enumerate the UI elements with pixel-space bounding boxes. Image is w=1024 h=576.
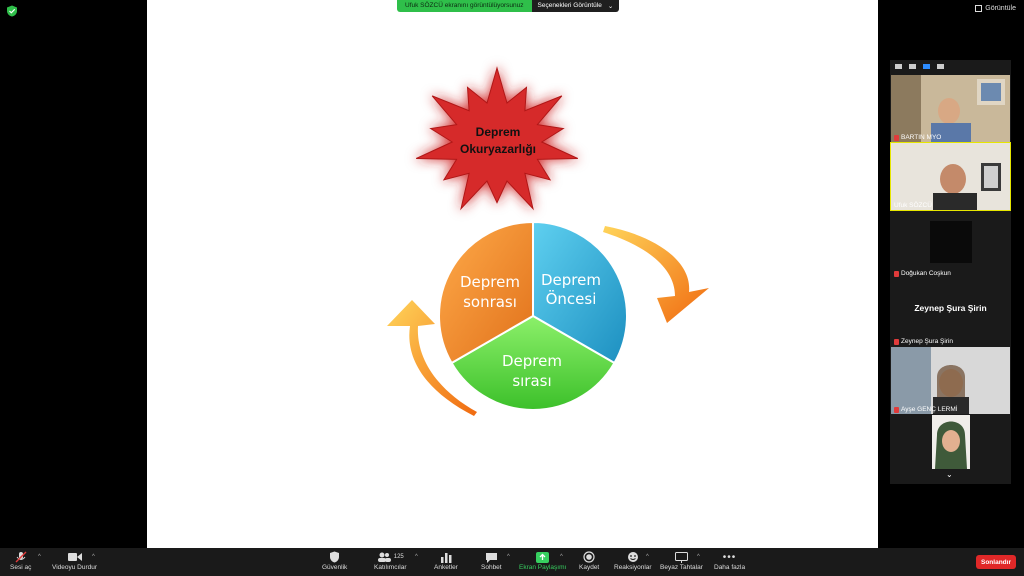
participant-tile[interactable]: Zeynep Şura Şirin Zeynep Şura Şirin	[891, 279, 1010, 346]
chat-button[interactable]: Sohbet	[481, 550, 502, 571]
shield-icon	[330, 551, 340, 563]
participant-tile[interactable]: Doğukan Coşkun	[891, 211, 1010, 278]
video-options-caret-icon[interactable]: ^	[92, 554, 95, 560]
participant-name: Ufuk SÖZCÜ	[894, 202, 932, 209]
record-button[interactable]: Kaydet	[579, 550, 599, 571]
segment-deprem-sirasi	[450, 314, 616, 411]
arrow-right-down	[603, 226, 709, 323]
seg-after-line2: sonrası	[463, 293, 517, 311]
more-label: Daha fazla	[714, 564, 746, 571]
seg-during-line2: sırası	[512, 372, 551, 390]
participants-icon	[377, 552, 391, 562]
participant-name: Zeynep Şura Şirin	[894, 338, 953, 345]
view-mode-button[interactable]: Görüntüle	[975, 5, 1016, 12]
view-mode-label: Görüntüle	[985, 5, 1016, 12]
record-label: Kaydet	[579, 564, 600, 571]
speaker-view-icon[interactable]	[909, 64, 916, 69]
meeting-toolbar: Sesi aç ^ Videoyu Durdur ^ Güvenlik 125 …	[0, 548, 1024, 576]
participant-tile-active-speaker[interactable]: Ufuk SÖZCÜ	[890, 142, 1011, 211]
gallery-controls	[890, 60, 1011, 73]
video-button[interactable]: Videoyu Durdur	[52, 550, 97, 571]
whiteboard-label: Beyaz Tahtalar	[660, 564, 703, 571]
strip-view-icon[interactable]	[923, 64, 930, 69]
participant-video	[891, 143, 1010, 210]
security-label: Güvenlik	[322, 564, 348, 571]
participants-options-caret-icon[interactable]: ^	[415, 554, 418, 560]
reactions-label: Reaksiyonlar	[614, 564, 652, 571]
participant-name: Ayşe GENÇ LERMİ	[894, 406, 958, 413]
gallery-view-icon[interactable]	[937, 64, 944, 69]
view-options-button[interactable]: Seçenekleri Görüntüle ⌄	[531, 0, 620, 12]
whiteboard-options-caret-icon[interactable]: ^	[697, 554, 700, 560]
video-camera-icon	[67, 553, 82, 561]
audio-label: Sesi aç	[10, 564, 32, 571]
scroll-down-chevron-icon[interactable]: ⌄	[946, 470, 953, 479]
grid-icon	[975, 5, 983, 12]
participants-label: Katılımcılar	[374, 564, 407, 571]
end-meeting-button[interactable]: Sonlandır	[976, 555, 1016, 569]
participant-display-name: Zeynep Şura Şirin	[914, 303, 987, 313]
participant-tile[interactable]: BARTIN MYO	[891, 75, 1010, 142]
polls-label: Anketler	[434, 564, 458, 571]
seg-during-line1: Deprem	[502, 352, 562, 370]
reactions-icon	[627, 552, 638, 562]
polls-icon	[440, 552, 452, 563]
record-icon	[583, 551, 595, 563]
star-burst	[415, 66, 579, 211]
arrow-left-up	[387, 300, 477, 416]
chat-label: Sohbet	[481, 564, 502, 571]
view-options-label: Seçenekleri Görüntüle	[537, 2, 602, 9]
chat-icon	[485, 552, 497, 563]
participant-name: Doğukan Coşkun	[894, 270, 951, 277]
whiteboard-icon	[674, 551, 688, 563]
seg-before-line2: Öncesi	[546, 289, 597, 308]
participant-count: 125	[393, 554, 404, 560]
muted-mic-icon	[894, 338, 899, 345]
segment-deprem-sonrasi	[438, 220, 534, 365]
participant-video	[891, 347, 1010, 414]
whiteboard-button[interactable]: Beyaz Tahtalar	[660, 550, 703, 571]
more-button[interactable]: ••• Daha fazla	[714, 550, 746, 572]
reactions-button[interactable]: Reaksiyonlar	[614, 550, 652, 571]
audio-button[interactable]: Sesi aç	[10, 550, 31, 571]
minimize-icon[interactable]	[895, 64, 902, 69]
muted-mic-icon	[894, 406, 899, 413]
share-screen-label: Ekran Paylaşımı	[519, 564, 567, 571]
reactions-options-caret-icon[interactable]: ^	[646, 554, 649, 560]
chat-options-caret-icon[interactable]: ^	[507, 554, 510, 560]
shield-icon[interactable]	[6, 5, 18, 17]
more-dots-icon: •••	[722, 551, 737, 563]
share-options-caret-icon[interactable]: ^	[560, 554, 563, 560]
segment-deprem-oncesi	[532, 220, 628, 365]
video-label: Videoyu Durdur	[52, 564, 98, 571]
share-banner-message: Ufuk SÖZCÜ ekranını görüntülüyorsunuz	[397, 0, 532, 12]
participant-video	[891, 415, 1010, 471]
cycle-pie	[438, 220, 628, 411]
screen-share-banner: Ufuk SÖZCÜ ekranını görüntülüyorsunuz Se…	[397, 0, 620, 12]
security-button[interactable]: Güvenlik	[322, 550, 347, 571]
participant-gallery: BARTIN MYO Ufuk SÖZCÜ Doğukan Coşkun Zey…	[890, 60, 1011, 484]
shared-screen-area: Deprem Okuryazarlığı Deprem Öncesi Depre…	[6, 0, 1016, 548]
participant-tile[interactable]	[891, 415, 1010, 471]
presentation-slide: Deprem Okuryazarlığı Deprem Öncesi Depre…	[147, 0, 878, 548]
chevron-down-icon: ⌄	[607, 3, 614, 10]
participant-video	[891, 75, 1010, 142]
muted-mic-icon	[894, 270, 899, 277]
participant-name: BARTIN MYO	[894, 134, 941, 141]
share-screen-icon	[536, 551, 550, 563]
participant-tile[interactable]: Ayşe GENÇ LERMİ	[891, 347, 1010, 414]
participant-video	[891, 211, 1010, 278]
polls-button[interactable]: Anketler	[434, 550, 458, 571]
seg-before-line1: Deprem	[541, 271, 601, 289]
star-text-line1: Deprem	[476, 125, 521, 139]
muted-mic-icon	[894, 134, 899, 141]
star-text-line2: Okuryazarlığı	[460, 142, 536, 156]
participants-button[interactable]: 125 Katılımcılar	[374, 550, 407, 571]
audio-options-caret-icon[interactable]: ^	[38, 554, 41, 560]
diagram-svg: Deprem Okuryazarlığı Deprem Öncesi Depre…	[387, 66, 709, 416]
muted-mic-icon	[15, 551, 27, 563]
share-screen-button[interactable]: Ekran Paylaşımı	[519, 550, 566, 571]
seg-after-line1: Deprem	[460, 273, 520, 291]
